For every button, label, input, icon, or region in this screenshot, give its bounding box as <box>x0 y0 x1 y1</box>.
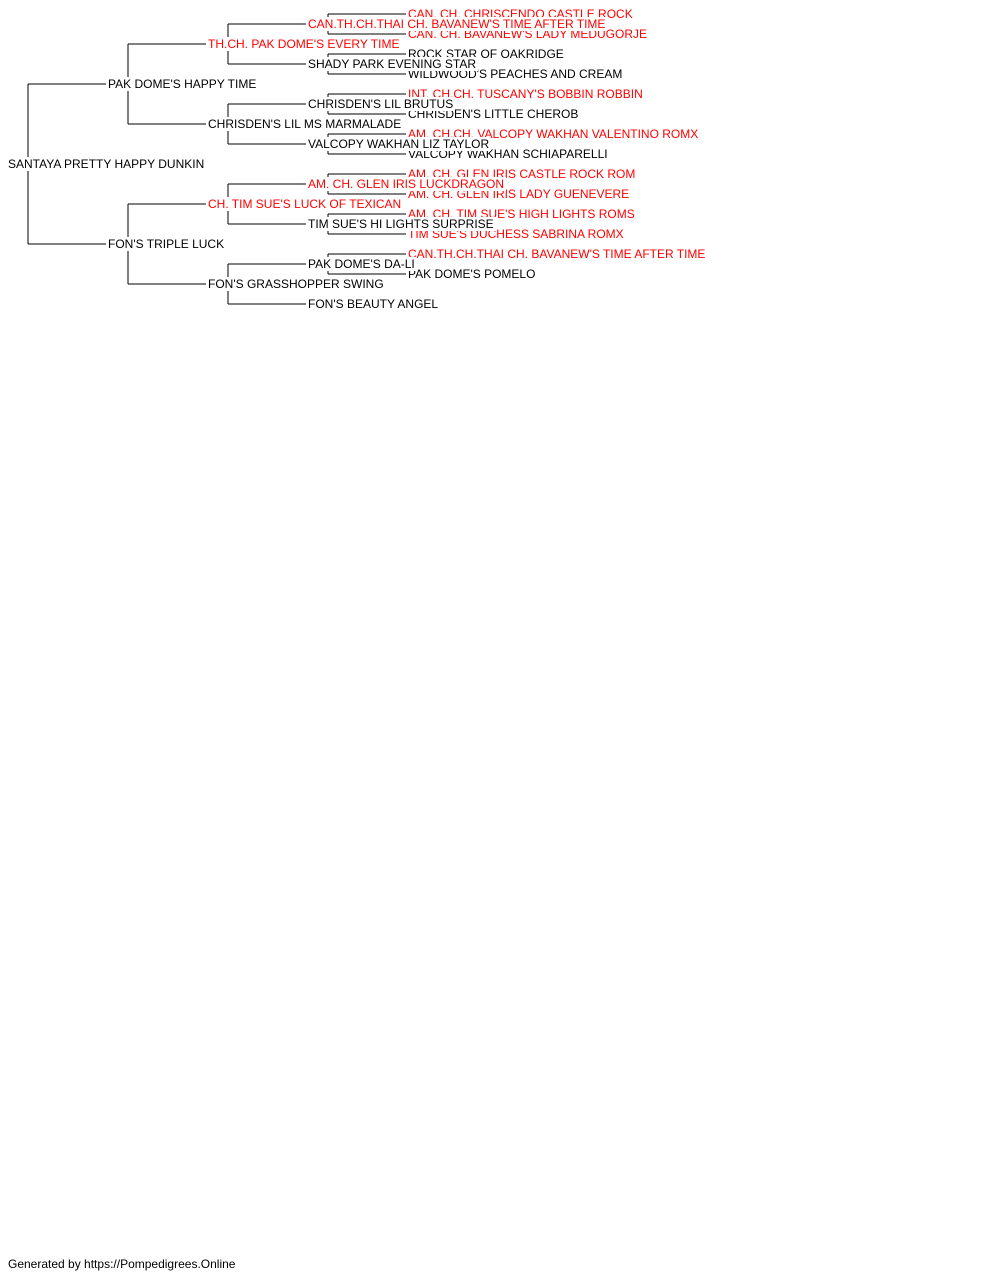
dog-name-gen3: VALCOPY WAKHAN LIZ TAYLOR <box>308 137 492 151</box>
dog-name-gen3: CHRISDEN'S LIL BRUTUS <box>308 97 456 111</box>
dog-name-gen3: AM. CH. GLEN IRIS LUCKDRAGON <box>308 177 507 191</box>
dog-name-gen2: FON'S GRASSHOPPER SWING <box>208 277 386 291</box>
dog-name-gen3: FON'S BEAUTY ANGEL <box>308 297 441 311</box>
dog-name-gen4: CAN.TH.CH.THAI CH. BAVANEW'S TIME AFTER … <box>408 247 708 261</box>
dog-name-gen0: SANTAYA PRETTY HAPPY DUNKIN <box>8 157 207 171</box>
dog-name-gen4: PAK DOME'S POMELO <box>408 267 538 281</box>
dog-name-gen4: INT. CH.CH. TUSCANY'S BOBBIN ROBBIN <box>408 87 645 101</box>
dog-name-gen1: PAK DOME'S HAPPY TIME <box>108 77 259 91</box>
dog-name-gen1: FON'S TRIPLE LUCK <box>108 237 227 251</box>
dog-name-gen3: SHADY PARK EVENING STAR <box>308 57 479 71</box>
dog-name-gen2: CH. TIM SUE'S LUCK OF TEXICAN <box>208 197 404 211</box>
dog-name-gen2: CHRISDEN'S LIL MS MARMALADE <box>208 117 404 131</box>
dog-name-gen3: PAK DOME'S DA-LI <box>308 257 417 271</box>
generated-by-footer: Generated by https://Pompedigrees.Online <box>8 1257 236 1271</box>
dog-name-gen3: CAN.TH.CH.THAI CH. BAVANEW'S TIME AFTER … <box>308 17 608 31</box>
dog-name-gen2: TH.CH. PAK DOME'S EVERY TIME <box>208 37 402 51</box>
dog-name-gen3: TIM SUE'S HI LIGHTS SURPRISE <box>308 217 496 231</box>
